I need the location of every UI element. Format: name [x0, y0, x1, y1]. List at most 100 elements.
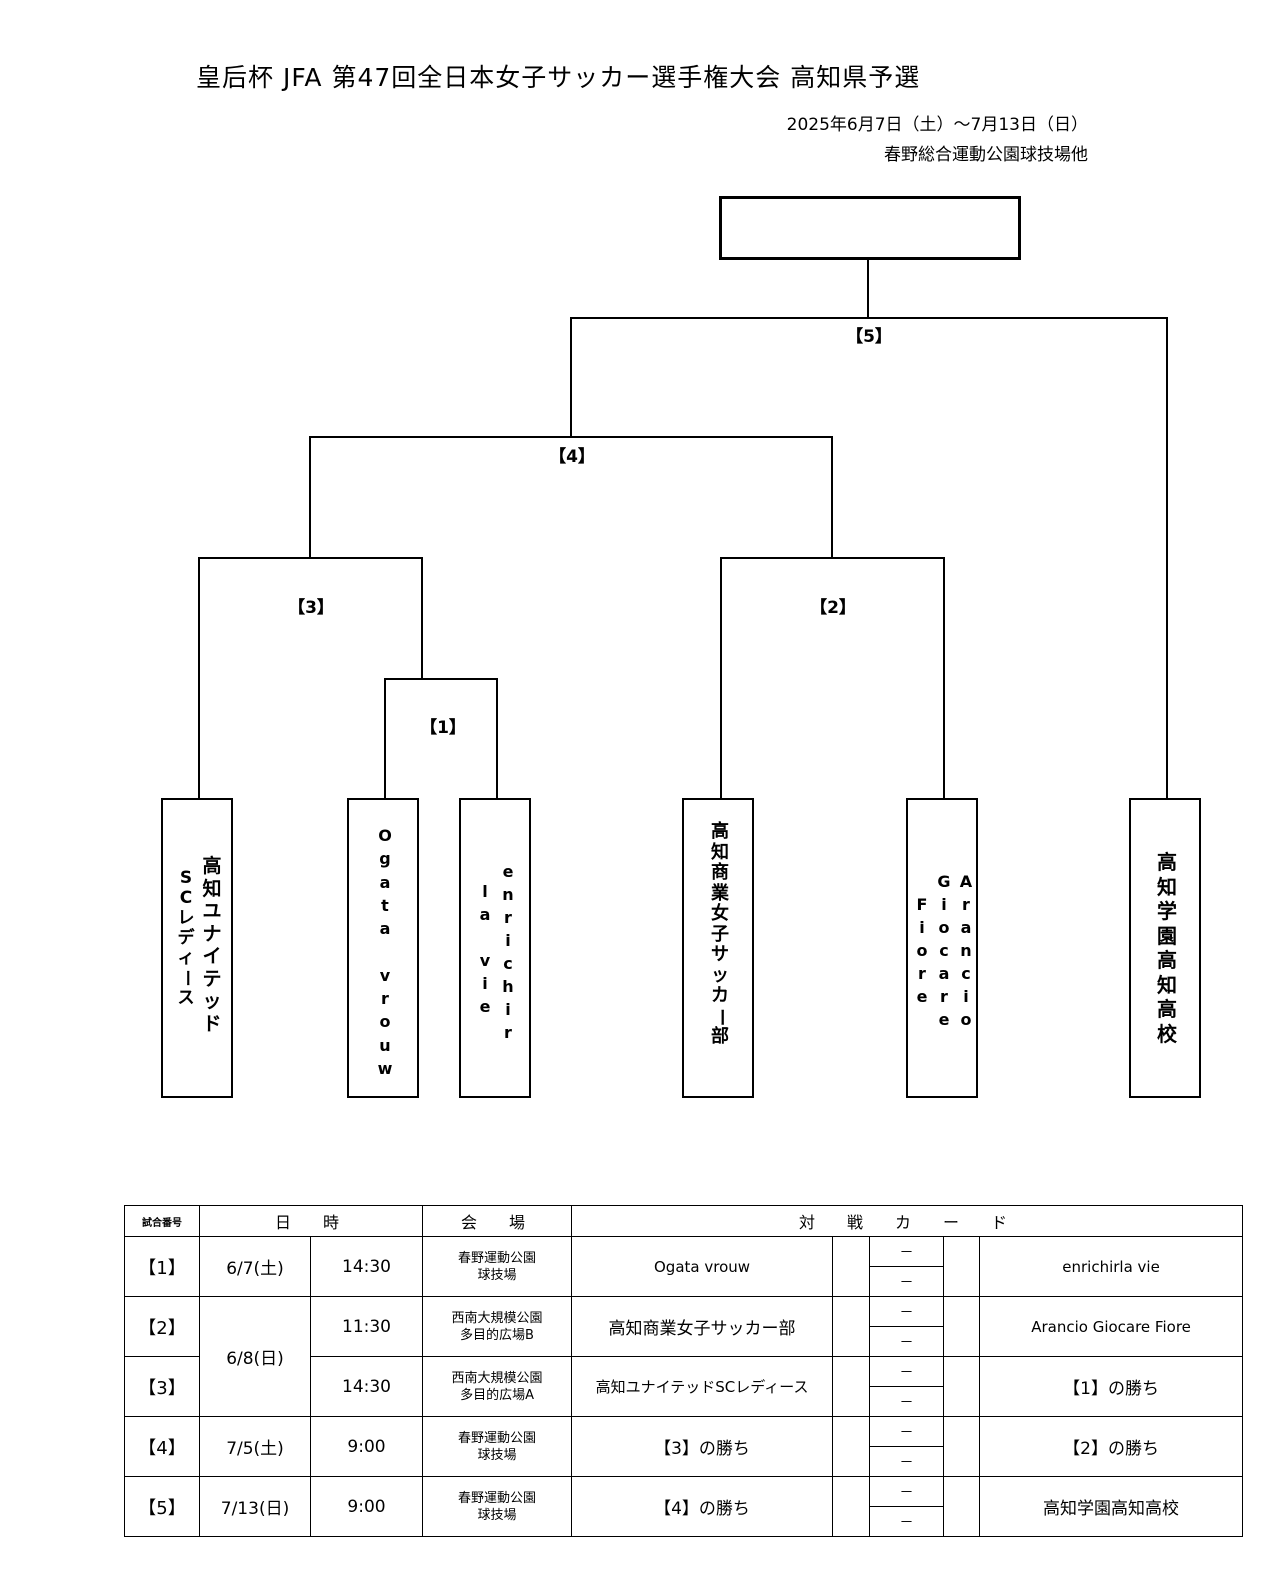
bracket-line [496, 678, 498, 799]
match-no: 【4】 [124, 1416, 200, 1477]
team-box-ogata-vrouw [347, 798, 419, 1098]
venue-line-1: 西南大規模公園 [451, 1370, 543, 1386]
venue-line-1: 春野運動公園 [458, 1490, 537, 1506]
away-score [943, 1296, 981, 1357]
home-score [832, 1296, 871, 1357]
match-date: 6/7(土) [199, 1236, 311, 1297]
event-dates: 2025年6月7日（土）～7月13日（日） [786, 115, 1088, 135]
team-box-kochi-gakuen [1129, 798, 1201, 1098]
match-no: 【2】 [124, 1296, 200, 1357]
away-team: 【2】の勝ち [979, 1416, 1244, 1477]
team-box-kochi-shogyo [682, 798, 754, 1098]
bracket-line [1166, 317, 1168, 799]
table-row: 【1】 6/7(土) 14:30 春野運動公園球技場 Ogata vrouw －… [124, 1236, 1244, 1297]
match-label-2: 【2】 [810, 598, 856, 618]
home-score [832, 1476, 871, 1537]
score-dash: － [869, 1446, 945, 1477]
bracket-line [943, 557, 945, 799]
event-venue: 春野総合運動公園球技場他 [884, 145, 1088, 165]
away-score [943, 1476, 981, 1537]
away-team: 【1】の勝ち [979, 1356, 1244, 1417]
team-box-kochi-united [161, 798, 233, 1098]
score-dash: － [869, 1236, 945, 1267]
away-team: Arancio Giocare Fiore [979, 1296, 1244, 1357]
venue-line-2: 球技場 [477, 1267, 517, 1283]
venue-line-1: 春野運動公園 [458, 1430, 537, 1446]
team-name-vertical: 高知学園高知高校 [1157, 850, 1177, 1046]
venue-line-2: 多目的広場A [460, 1387, 534, 1403]
away-score [943, 1236, 981, 1297]
match-label-5: 【5】 [846, 327, 892, 347]
table-row: 【3】 14:30 西南大規模公園多目的広場A 高知ユナイテッドSCレディース … [124, 1356, 1244, 1417]
bracket-line [309, 436, 833, 438]
score-dash: － [869, 1416, 945, 1447]
bracket-line [384, 678, 498, 680]
team-name-vertical: 高知ユナイテッド [202, 855, 222, 1035]
table-header-row: 試合番号 日 時 会 場 対 戦 カ ー ド [124, 1205, 1244, 1237]
bracket-line [720, 557, 945, 559]
away-score [943, 1416, 981, 1477]
bracket-line [421, 557, 423, 679]
score-dash: － [869, 1506, 945, 1537]
home-score [832, 1356, 871, 1417]
team-name-vertical: 高知商業女子サッカー部 [710, 821, 732, 1047]
header-venue: 会 場 [422, 1205, 573, 1237]
venue-line-2: 球技場 [477, 1447, 517, 1463]
match-schedule-table: 試合番号 日 時 会 場 対 戦 カ ー ド 【1】 6/7(土) 14:30 … [124, 1205, 1244, 1537]
home-team: 高知商業女子サッカー部 [571, 1296, 834, 1357]
away-team: enrichirla vie [979, 1236, 1244, 1297]
match-no: 【5】 [124, 1476, 200, 1537]
team-box-enrichir-la-vie [459, 798, 531, 1098]
match-time: 14:30 [309, 1356, 424, 1417]
match-venue: 春野運動公園球技場 [422, 1416, 573, 1477]
score-dash: － [869, 1326, 945, 1357]
champion-box [719, 196, 1021, 260]
match-label-3: 【3】 [288, 598, 334, 618]
score-dash: － [869, 1356, 945, 1387]
header-match-no: 試合番号 [124, 1205, 200, 1237]
match-date: 7/5(土) [199, 1416, 311, 1477]
table-row: 【4】 7/5(土) 9:00 春野運動公園球技場 【3】の勝ち － 【2】の勝… [124, 1416, 1244, 1477]
venue-line-1: 西南大規模公園 [451, 1310, 543, 1326]
home-team: 高知ユナイテッドSCレディース [571, 1356, 834, 1417]
match-label-1: 【1】 [420, 718, 466, 738]
venue-line-1: 春野運動公園 [458, 1250, 537, 1266]
home-team: 【3】の勝ち [571, 1416, 834, 1477]
bracket-line [570, 317, 1168, 319]
home-team: 【4】の勝ち [571, 1476, 834, 1537]
bracket-line [384, 678, 386, 799]
bracket-line [720, 557, 722, 799]
home-team: Ogata vrouw [571, 1236, 834, 1297]
page-title: 皇后杯 JFA 第47回全日本女子サッカー選手権大会 高知県予選 [196, 63, 921, 92]
score-dash: － [869, 1266, 945, 1297]
team-box-arancio [906, 798, 978, 1098]
venue-line-2: 球技場 [477, 1507, 517, 1523]
match-venue: 春野運動公園球技場 [422, 1236, 573, 1297]
table-row: 【2】 6/8(日) 11:30 西南大規模公園多目的広場B 高知商業女子サッカ… [124, 1296, 1244, 1417]
score-dash: － [869, 1476, 945, 1507]
match-label-4: 【4】 [549, 447, 595, 467]
match-venue: 春野運動公園球技場 [422, 1476, 573, 1537]
away-team: 高知学園高知高校 [979, 1476, 1244, 1537]
score-dash: － [869, 1296, 945, 1327]
table-row: 【5】 7/13(日) 9:00 春野運動公園球技場 【4】の勝ち － 高知学園… [124, 1476, 1244, 1537]
home-score [832, 1236, 871, 1297]
match-venue: 西南大規模公園多目的広場A [422, 1356, 573, 1417]
match-time: 14:30 [309, 1236, 424, 1297]
score-dash: － [869, 1386, 945, 1417]
bracket-line [570, 317, 572, 437]
bracket-line [867, 257, 869, 318]
match-no: 【3】 [124, 1356, 200, 1417]
match-time: 9:00 [309, 1416, 424, 1477]
venue-line-2: 多目的広場B [460, 1327, 534, 1343]
away-score [943, 1356, 981, 1417]
match-date: 6/8(日) [199, 1296, 311, 1417]
match-time: 11:30 [309, 1296, 424, 1357]
bracket-line [198, 557, 200, 799]
bracket-line [831, 436, 833, 558]
